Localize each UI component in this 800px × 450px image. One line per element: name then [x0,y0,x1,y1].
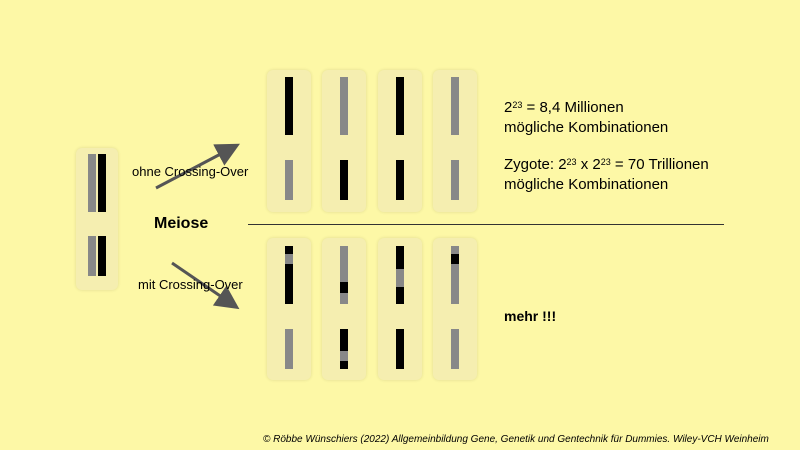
gamete-panel-top-3 [378,70,422,212]
chromosome-long [396,77,404,135]
more-text: mehr !!! [504,308,557,324]
combinations-text: 223 = 8,4 Millionen mögliche Kombination… [504,99,669,136]
parent-chromosome-panel [76,148,118,290]
chromosome-gray-short [88,236,96,276]
chromosome-long [340,77,348,135]
segment-gray [396,269,404,287]
gamete-panel-top-1 [267,70,311,212]
segment-black [340,282,348,293]
segment-black [340,329,348,351]
gamete-panel-bottom-4 [433,238,477,380]
gamete-panel-bottom-3 [378,238,422,380]
divider-line [248,224,724,225]
segment-gray [340,246,348,282]
chromosome-short [396,329,404,369]
segment-gray [451,264,459,304]
chromosome-short [451,329,459,369]
gamete-panel-bottom-2 [322,238,366,380]
segment-black [396,287,404,304]
chromosome-short [396,160,404,200]
segment-black [396,246,404,269]
chromosome-gray-long [88,154,96,212]
segment-gray [340,293,348,304]
chromosome-short [451,160,459,200]
chromosome-short [285,329,293,369]
copyright-footer: © Röbbe Wünschiers (2022) Allgemeinbildu… [263,434,769,445]
gamete-panel-top-2 [322,70,366,212]
meiosis-label: Meiose [154,215,209,232]
chromosome-short [340,160,348,200]
gamete-panel-bottom-1 [267,238,311,380]
chromosome-black-short [98,236,106,276]
segment-black [340,361,348,369]
segment-black [451,254,459,264]
without-crossing-over-label: ohne Crossing-Over [132,164,249,179]
gamete-panel-top-4 [433,70,477,212]
zygote-text: Zygote: 223 x 223 = 70 Trillionen möglic… [504,156,709,193]
segment-gray [340,351,348,361]
segment-gray [285,254,293,264]
segment-gray [451,246,459,254]
segment-black [285,246,293,254]
segment-black [285,264,293,304]
with-crossing-over-label: mit Crossing-Over [138,277,243,292]
chromosome-long [285,77,293,135]
chromosome-short [285,160,293,200]
chromosome-long [451,77,459,135]
chromosome-black-long [98,154,106,212]
